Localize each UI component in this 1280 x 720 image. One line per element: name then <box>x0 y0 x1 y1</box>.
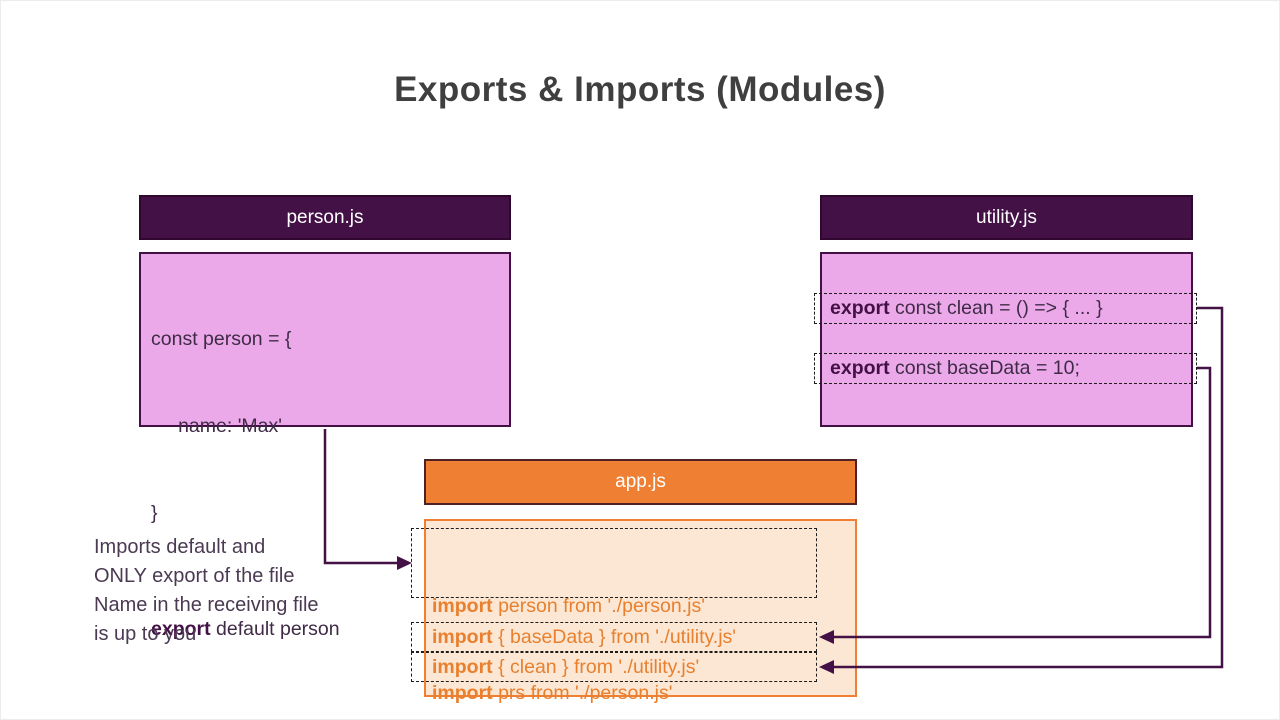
code-text: const clean = () => { ... } <box>889 297 1103 319</box>
export-keyword: export <box>830 357 890 379</box>
export-keyword: export <box>151 618 211 640</box>
app-code-box <box>424 519 857 697</box>
import-keyword: import <box>432 682 493 704</box>
utility-export-basedata: export const baseData = 10; <box>814 353 1197 384</box>
utility-export-clean: export const clean = () => { ... } <box>814 293 1197 324</box>
import-line: import person from './person.js' <box>432 592 816 621</box>
utility-file-header: utility.js <box>820 195 1193 240</box>
page-title: Exports & Imports (Modules) <box>394 70 886 109</box>
code-line: } <box>151 502 158 524</box>
person-export-statement: export default person <box>151 615 509 644</box>
note-line: Imports default and <box>94 536 266 558</box>
import-keyword: import <box>432 595 493 617</box>
export-keyword: export <box>830 297 890 319</box>
app-import-clean: import { clean } from './utility.js' <box>411 652 817 682</box>
person-filename: person.js <box>286 206 364 228</box>
code-text: prs from './person.js' <box>492 682 673 704</box>
import-keyword: import <box>432 625 493 648</box>
app-file-header: app.js <box>424 459 857 505</box>
code-text: person from './person.js' <box>492 595 705 617</box>
app-filename: app.js <box>615 471 666 492</box>
app-default-imports: import person from './person.js' import … <box>411 528 817 704</box>
code-text: { baseData } from './utility.js' <box>492 625 737 648</box>
import-line: import { baseData } from './utility.js' <box>432 626 736 649</box>
person-code-box: const person = { name: 'Max' } export de… <box>139 252 511 640</box>
code-line: name: 'Max' <box>151 415 282 437</box>
person-file-header: person.js <box>139 195 511 240</box>
note-line: Name in the receiving file <box>94 594 319 616</box>
app-import-basedata: import { baseData } from './utility.js' <box>411 622 817 652</box>
code-text: const baseData = 10; <box>889 357 1080 379</box>
import-keyword: import <box>432 655 493 678</box>
note-line: ONLY export of the file <box>94 565 295 587</box>
import-line: import prs from './person.js' <box>432 679 816 708</box>
code-text: { clean } from './utility.js' <box>492 655 700 678</box>
utility-code-box <box>820 252 1193 427</box>
code-line: const person = { <box>151 328 292 350</box>
note-line: is up to you <box>94 623 197 645</box>
code-text: default person <box>210 618 340 640</box>
utility-filename: utility.js <box>976 206 1037 228</box>
import-line: import { clean } from './utility.js' <box>432 656 699 679</box>
annotation-note: Imports default and ONLY export of the f… <box>94 533 319 649</box>
